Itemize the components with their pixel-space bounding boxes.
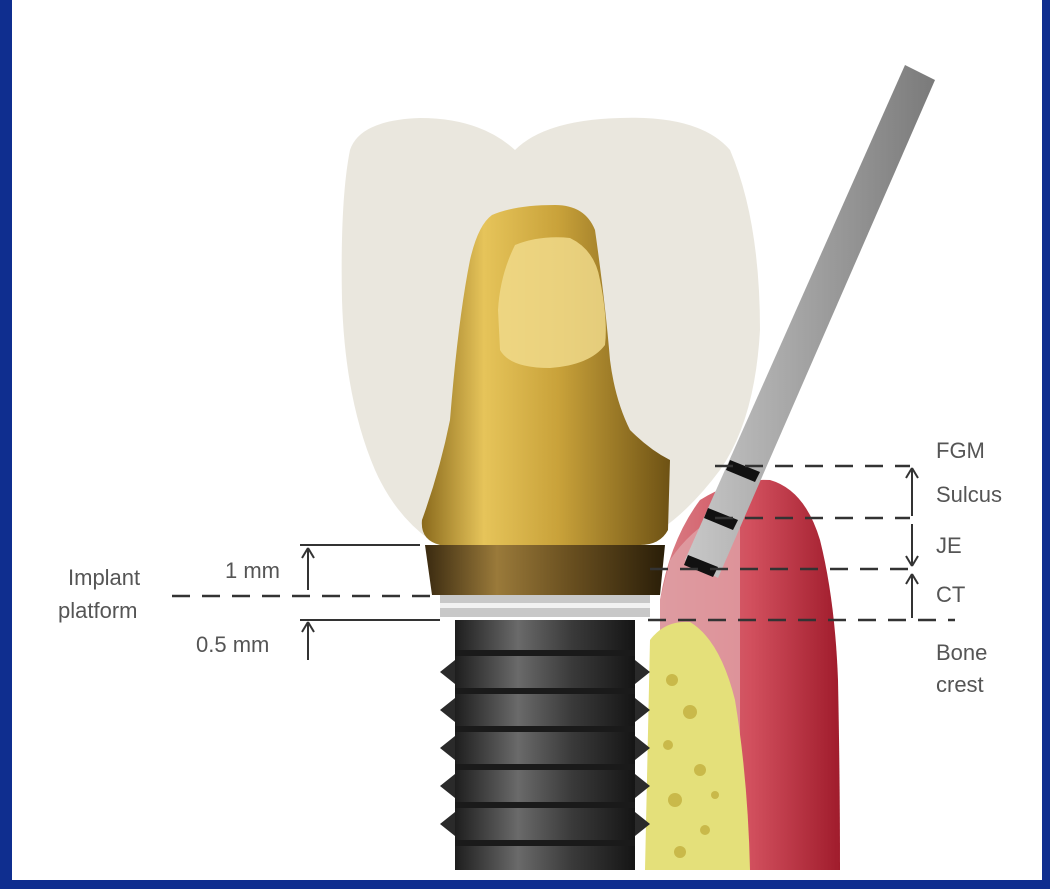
label-bone-crest-line1: Bone	[936, 640, 987, 665]
label-sulcus: Sulcus	[936, 482, 1002, 507]
left-measure-lines	[300, 545, 440, 660]
label-half-mm: 0.5 mm	[196, 632, 269, 657]
label-one-mm: 1 mm	[225, 558, 280, 583]
label-fgm: FGM	[936, 438, 985, 463]
label-implant-platform-line2: platform	[58, 598, 137, 623]
abutment-flat-face	[498, 237, 606, 368]
label-je: JE	[936, 533, 962, 558]
platform-highlight	[440, 603, 650, 608]
label-ct: CT	[936, 582, 965, 607]
label-implant-platform-line1: Implant	[68, 565, 140, 590]
label-bone-crest-line2: crest	[936, 672, 984, 697]
implant-body	[455, 620, 635, 870]
right-measure-arrows	[906, 468, 918, 618]
abutment-collar	[425, 545, 665, 595]
